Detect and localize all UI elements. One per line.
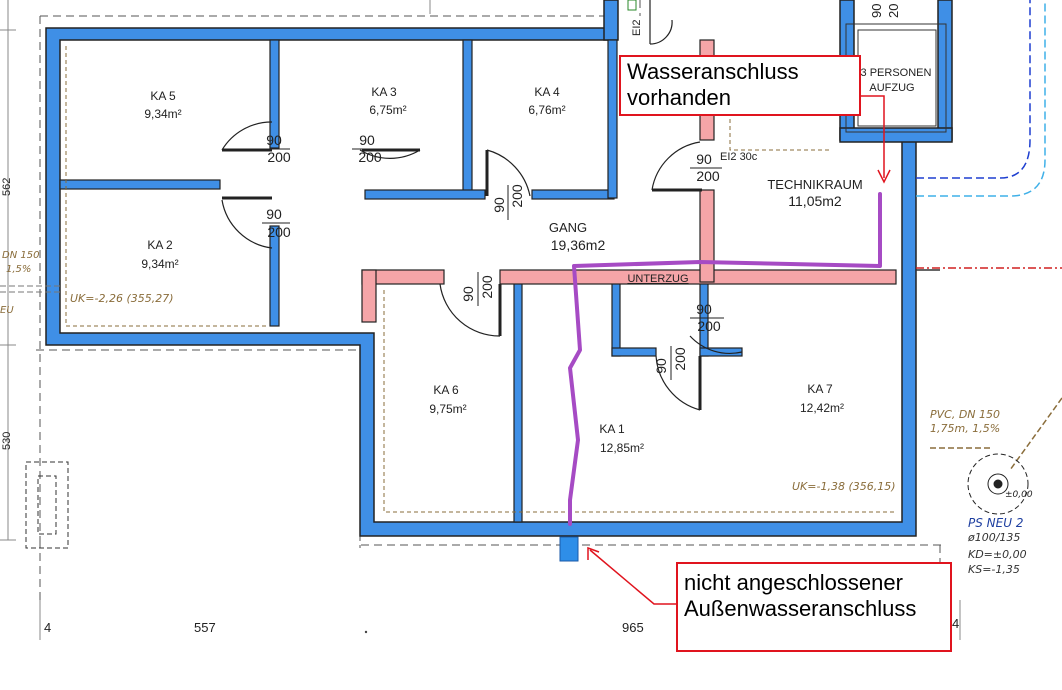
callout-leaders <box>587 95 891 605</box>
door-6-width: 90 <box>491 197 507 213</box>
uk-right-label: UK=-1,38 (356,15) <box>792 480 896 493</box>
room-ka2-name: KA 2 <box>147 238 173 252</box>
door-5-height: 200 <box>697 318 721 334</box>
elevator-label-2: AUFZUG <box>869 82 914 94</box>
door-7-width: 90 <box>460 286 476 302</box>
door-1-width: 90 <box>266 132 282 148</box>
dim-dot <box>364 630 368 634</box>
dn-left-1: DN 150 <box>2 250 39 261</box>
callout-outdoor-line-1: nicht angeschlossener <box>684 570 903 595</box>
room-technikraum-name: TECHNIKRAUM <box>767 177 862 192</box>
manhole-level: ±0,00 <box>1005 490 1033 500</box>
left-sewer: DN 150 1,5% EU <box>0 250 60 316</box>
ei2-30c-label: EI2 30c <box>720 151 758 163</box>
callout-water-connection: Wasseranschluss vorhanden <box>619 55 861 116</box>
door-3-height: 200 <box>267 224 291 240</box>
door-7-height: 200 <box>479 275 495 299</box>
room-ka3-area: 6,75m² <box>369 103 406 117</box>
door-5-width: 90 <box>696 301 712 317</box>
room-ka6-name: KA 6 <box>433 383 459 397</box>
door-8-height: 200 <box>672 347 688 371</box>
door-labels: 90 200 90 200 90 200 90 200 90 200 90 20… <box>262 132 724 380</box>
door-8-width: 90 <box>653 358 669 374</box>
side-dim-bottom: 530 <box>1 432 13 450</box>
room-ka7-name: KA 7 <box>807 382 833 396</box>
door-2-width: 90 <box>359 132 375 148</box>
callout-outdoor-line-2: Außenwasseranschluss <box>684 596 917 621</box>
room-ka5-area: 9,34m² <box>144 107 181 121</box>
ps-label-1: PS NEU 2 <box>968 516 1023 530</box>
room-ka3-name: KA 3 <box>371 85 397 99</box>
ceiling-outline <box>65 46 896 513</box>
grid-lines <box>0 0 961 640</box>
uk-left-label: UK=-2,26 (355,27) <box>70 292 174 305</box>
door-2-height: 200 <box>358 149 382 165</box>
top-dim-90: 90 <box>869 4 884 18</box>
water-pipe <box>568 192 882 526</box>
elevator-label-1: 3 PERSONEN <box>861 67 932 79</box>
unterzug-label: UNTERZUG <box>627 273 688 285</box>
room-gang-name: GANG <box>549 220 587 235</box>
door-4-height: 200 <box>696 168 720 184</box>
dim-4-right: 4 <box>952 616 959 631</box>
light-shaft <box>25 461 69 549</box>
ps-label-2: ø100/135 <box>967 531 1020 544</box>
top-door-arcs <box>649 0 673 45</box>
callout-outdoor-connection: nicht angeschlossener Außenwasseranschlu… <box>676 562 952 652</box>
dn-left-3: EU <box>0 305 14 316</box>
callout-water-line-1: Wasseranschluss <box>627 59 799 84</box>
manhole <box>967 453 1029 515</box>
top-dim-20: 20 <box>886 4 901 18</box>
outdoor-tap <box>559 536 579 562</box>
room-ka1-name: KA 1 <box>599 422 625 436</box>
ps-label-4: KS=-1,35 <box>968 563 1020 576</box>
pvc-label-1: PVC, DN 150 <box>930 408 1000 421</box>
ei2-marker <box>627 0 637 11</box>
room-ka4-name: KA 4 <box>534 85 560 99</box>
pvc-label-2: 1,75m, 1,5% <box>930 422 1000 435</box>
service-pipes <box>916 0 1062 471</box>
room-labels: KA 5 9,34m² KA 3 6,75m² KA 4 6,76m² KA 2… <box>141 85 862 455</box>
ei2-top-label: EI2 <box>631 19 643 36</box>
room-gang-area: 19,36m2 <box>551 237 606 253</box>
room-technikraum-area: 11,05m2 <box>788 193 842 209</box>
ps-label-3: KD=±0,00 <box>968 548 1027 561</box>
callout-water-line-2: vorhanden <box>627 85 731 110</box>
dim-965: 965 <box>622 620 644 635</box>
dim-4-left: 4 <box>44 620 51 635</box>
room-ka1-area: 12,85m² <box>600 441 644 455</box>
dn-left-2: 1,5% <box>6 264 31 275</box>
door-3-width: 90 <box>266 206 282 222</box>
door-4-width: 90 <box>696 151 712 167</box>
side-dim-top: 562 <box>1 178 13 196</box>
door-6-height: 200 <box>509 184 525 208</box>
room-ka5-name: KA 5 <box>150 89 176 103</box>
room-ka4-area: 6,76m² <box>528 103 565 117</box>
door-swings <box>221 121 743 411</box>
room-ka2-area: 9,34m² <box>141 257 178 271</box>
dim-557: 557 <box>194 620 216 635</box>
door-leaves <box>222 148 702 410</box>
door-1-height: 200 <box>267 149 291 165</box>
room-ka7-area: 12,42m² <box>800 401 844 415</box>
room-ka6-area: 9,75m² <box>429 402 466 416</box>
